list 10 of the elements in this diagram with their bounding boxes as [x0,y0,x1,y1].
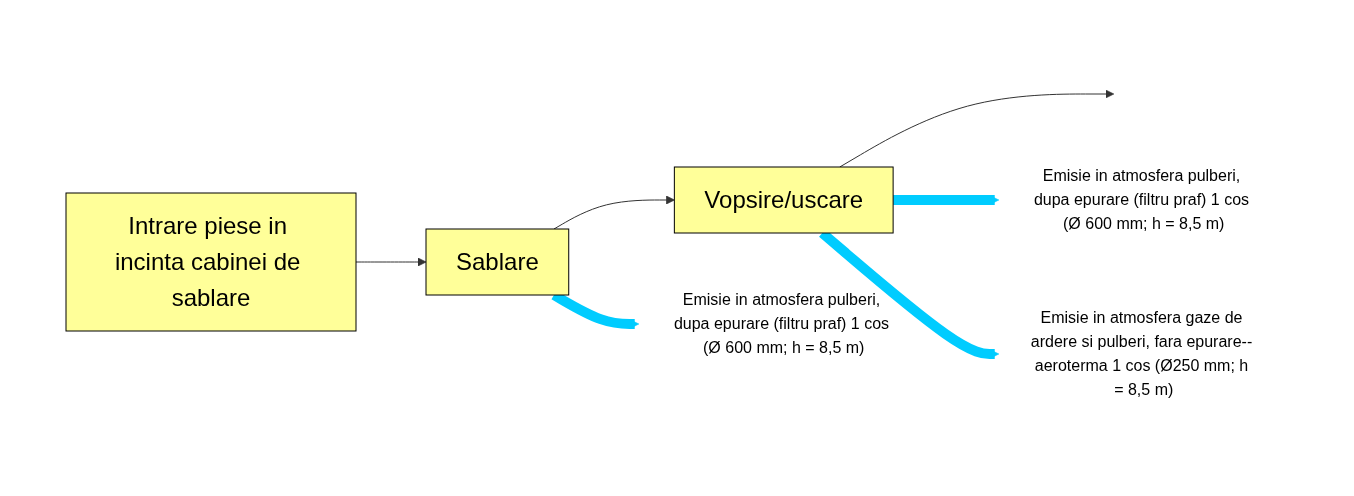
node-box: Intrare piese in incinta cabinei de sablare [65,192,357,332]
arrow [838,89,1114,168]
arrow [355,257,427,267]
node-box: Vopsire/uscare [673,166,894,234]
arrow [553,195,675,230]
node-text: Emisie in atmosfera pulberi, dupa epurare (filtru praf) 1 cos (Ø 600 mm; h = 8,5 m) [1033,167,1249,232]
arrow [892,195,999,205]
node-text: Emisie in atmosfera pulberi, dupa epurare (filtru praf) 1 cos (Ø 600 mm; h = 8,5 m) [673,291,889,356]
node-box: Sablare [425,228,569,296]
node-text: Emisie in atmosfera gaze de ardere si pulberi, fara epurare-- aeroterma 1 cos (Ø250 mm; h = 8,5 m) [1030,309,1252,398]
